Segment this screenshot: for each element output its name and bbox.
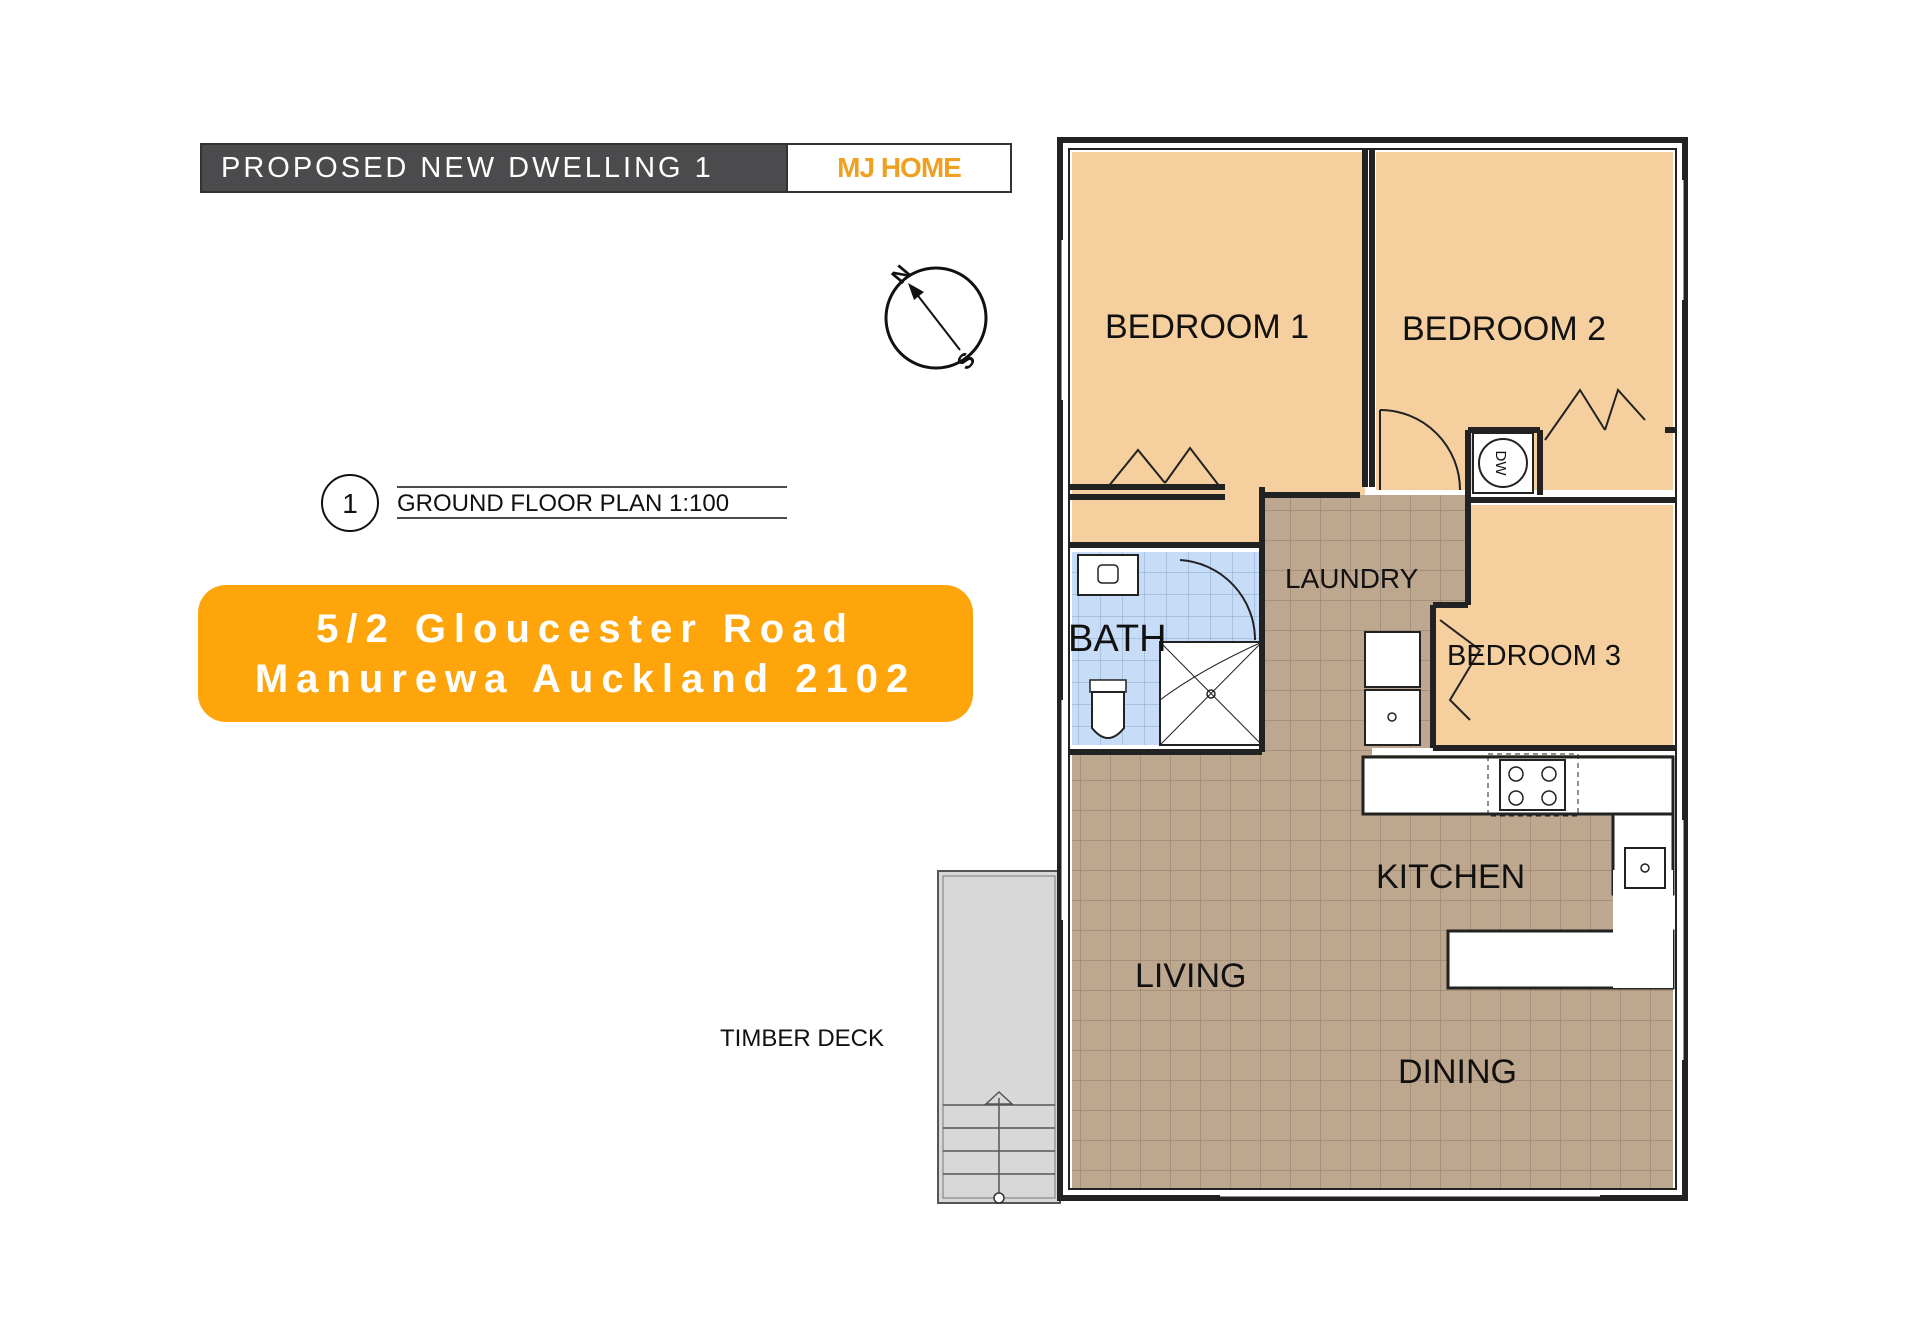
title-banner: PROPOSED NEW DWELLING 1 MJ HOME [200,143,1012,193]
address-line-2: Manurewa Auckland 2102 [254,656,917,701]
compass-icon: N S [884,260,988,374]
label-living: LIVING [1135,957,1246,995]
dw-appliance: DW [1472,432,1534,494]
label-bath: BATH [1068,618,1167,660]
label-laundry: LAUNDRY [1285,563,1419,594]
compass-south: S [952,347,981,374]
label-kitchen: KITCHEN [1376,858,1525,896]
tiled-open-area [1072,495,1673,1190]
cooktop-icon [1487,753,1579,817]
bath-fixtures [1077,554,1263,746]
windows [1061,180,1684,1197]
label-bedroom-3: BEDROOM 3 [1447,640,1621,672]
plan-title: 1 GROUND FLOOR PLAN 1:100 [321,474,787,532]
walls [1057,137,1688,1201]
label-bedroom-1: BEDROOM 1 [1105,308,1309,346]
plan-number: 1 [342,488,358,519]
room-bedroom-3 [1470,505,1673,748]
compass-north: N [886,260,915,288]
room-bedroom-1 [1072,152,1365,542]
label-dw: DW [1492,451,1509,477]
door-swings [1107,388,1646,721]
label-dining: DINING [1398,1053,1517,1091]
label-timber-deck: TIMBER DECK [720,1025,884,1052]
timber-deck [937,870,1061,1204]
dwelling-title: PROPOSED NEW DWELLING 1 [202,145,786,191]
address-line-1: 5/2 Gloucester Road [316,606,855,651]
plan-scale-title: GROUND FLOOR PLAN 1:100 [397,490,729,517]
address-box: 5/2 Gloucester Road Manurewa Auckland 21… [198,585,973,722]
brand-logo: MJ HOME [786,145,1010,191]
laundry-appliances [1364,631,1421,746]
label-bedroom-2: BEDROOM 2 [1402,310,1606,348]
